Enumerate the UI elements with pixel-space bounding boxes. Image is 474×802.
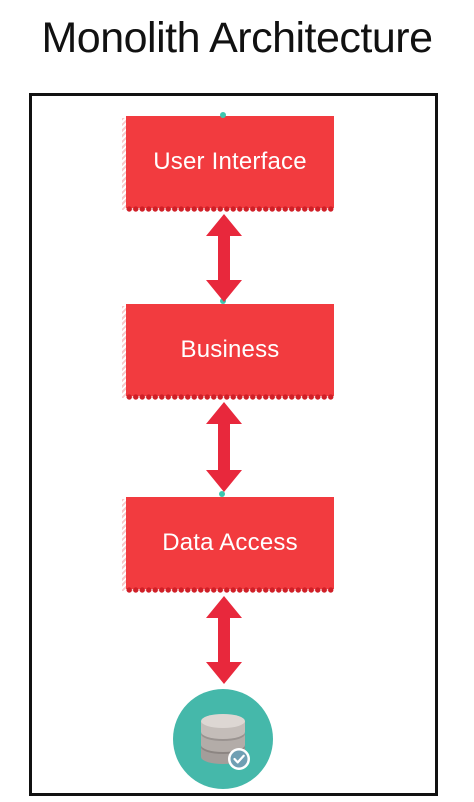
layer-business: Business — [122, 304, 334, 402]
architecture-frame — [29, 93, 438, 796]
layer-label: Data Access — [162, 529, 298, 556]
database-icon — [173, 689, 273, 789]
layer-bead-border — [126, 585, 334, 595]
bidirectional-arrow — [206, 214, 242, 302]
bidirectional-arrow — [206, 596, 242, 684]
layer-bead-border — [126, 392, 334, 402]
layer-label: Business — [180, 336, 280, 363]
connector-dot — [220, 298, 226, 304]
diagram-title: Monolith Architecture — [41, 14, 433, 62]
check-icon — [228, 748, 250, 770]
layer-shadow-hatch — [122, 499, 126, 591]
connector-dot — [220, 112, 226, 118]
layer-shadow-hatch — [122, 306, 126, 398]
layer-data-access: Data Access — [122, 497, 334, 595]
layer-label: User Interface — [153, 148, 307, 175]
layer-user-interface: User Interface — [122, 116, 334, 214]
connector-dot — [219, 491, 225, 497]
layer-bead-border — [126, 204, 334, 214]
bidirectional-arrow — [206, 402, 242, 492]
layer-shadow-hatch — [122, 118, 126, 210]
